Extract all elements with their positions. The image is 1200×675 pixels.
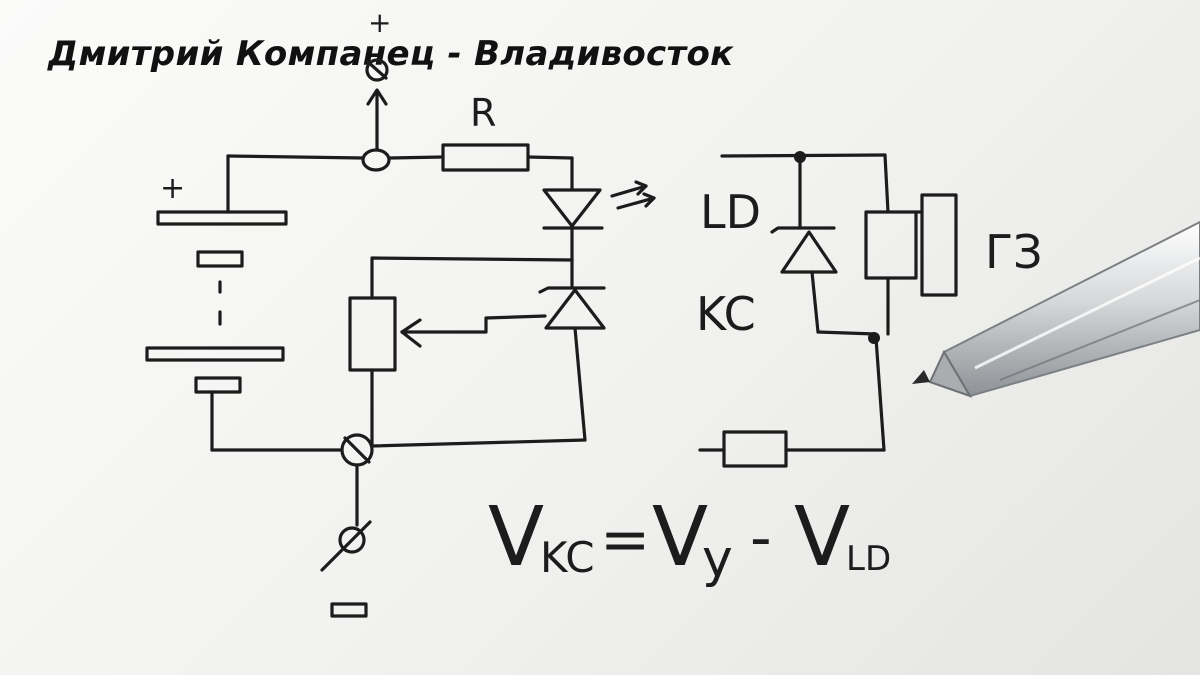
zener-symbol [538,258,606,442]
formula: V KC = V y - V LD [488,490,891,589]
formula-sub1: KC [540,533,595,582]
formula-sub2: y [702,529,733,589]
plus-battery-label: + [160,171,185,206]
formula-sub3: LD [846,539,891,579]
led-label: LD [700,185,761,239]
formula-v3: V [794,490,850,585]
formula-minus: - [750,503,772,573]
formula-v2: V [652,490,708,585]
resistor-r [441,143,530,172]
formula-v1: V [488,490,544,585]
left-circuit: + R [145,6,656,618]
battery: + [145,154,288,452]
zener-label: KC [696,287,756,341]
top-node [361,148,391,172]
right-circuit: LD KC ГЗ [696,151,1043,468]
junction-dot-bottom [868,332,880,344]
video-caption: Дмитрий Компанец - Владивосток [48,34,734,74]
wiper-wire [400,314,547,334]
right-zener-symbol [770,226,838,334]
bottom-terminal [338,526,366,554]
resistor-label: R [470,91,496,135]
component-gz-housing [920,193,958,297]
plus-top-label: + [368,6,391,39]
component-gz-label: ГЗ [985,225,1043,279]
top-terminal [365,58,389,82]
formula-equals: = [600,505,650,575]
led-symbol [542,180,656,262]
minus-symbol [330,602,368,618]
pen-icon [912,220,1200,398]
right-bottom-resistor [722,430,788,468]
component-gz [864,210,918,280]
potentiometer [348,296,397,372]
